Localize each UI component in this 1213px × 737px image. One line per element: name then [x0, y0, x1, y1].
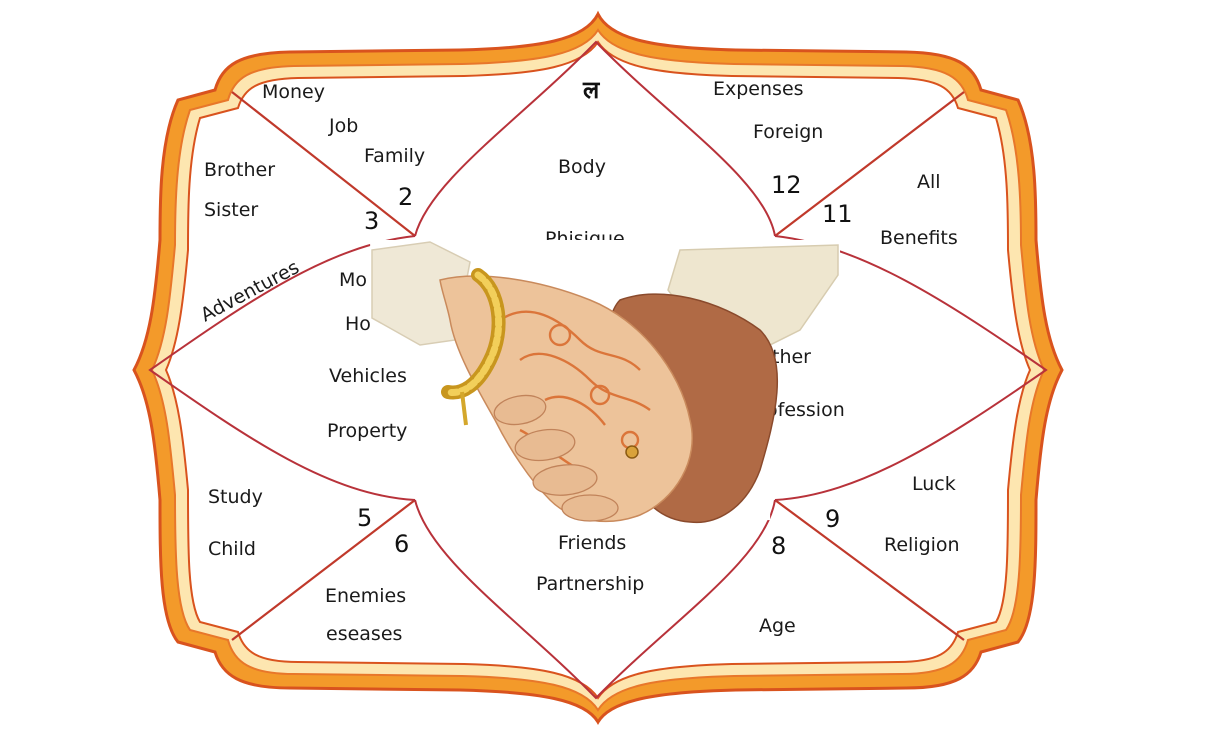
divider-bottom-left — [231, 499, 416, 641]
lotus-lines — [148, 40, 1048, 700]
fingers — [493, 394, 619, 522]
house-11-label: Benefits — [880, 227, 958, 249]
divider-top-left — [231, 91, 416, 237]
house-11-number: 11 — [822, 200, 853, 228]
house-dividers — [231, 91, 965, 641]
house-10-label: ofession — [766, 399, 845, 421]
house-5-label: Child — [208, 538, 256, 560]
house-9-label: Religion — [884, 534, 960, 556]
house-3-label: Brother — [204, 159, 275, 181]
ring — [625, 445, 639, 459]
house-12-label: Expenses — [713, 78, 804, 100]
clasped-hands-image — [370, 240, 840, 530]
house-4-label: Property — [327, 420, 407, 442]
divider-bottom-right — [774, 499, 965, 641]
house-2-label: Family — [364, 145, 425, 167]
house-2-label: Money — [262, 81, 325, 103]
house-11-label: All — [917, 171, 941, 193]
house-6-label: Enemies — [325, 585, 406, 607]
lotus-left — [148, 235, 416, 501]
house-numbers: ल 2 3 5 6 8 9 11 12 — [357, 76, 853, 560]
house-6-label: eseases — [326, 623, 402, 645]
house-12-number: 12 — [771, 171, 802, 199]
house-10-label: ther — [772, 346, 811, 368]
lotus-right — [774, 235, 1048, 501]
house-4-label: Mo — [339, 269, 367, 291]
house-9-number: 9 — [825, 505, 840, 533]
house-8-number: 8 — [771, 532, 786, 560]
house-7-label: Partnership — [536, 573, 644, 595]
house-3-label: Sister — [204, 199, 258, 221]
divider-top-right — [774, 91, 965, 237]
lotus-bottom — [414, 499, 776, 700]
house-2-number: 2 — [398, 183, 413, 211]
house-9-label: Luck — [912, 473, 956, 495]
house-7-label: Friends — [558, 532, 626, 554]
house-5-number: 5 — [357, 504, 372, 532]
house-2-label: Job — [328, 115, 358, 137]
house-6-number: 6 — [394, 530, 409, 558]
house-4-label: Vehicles — [329, 365, 407, 387]
house-8-label: Age — [759, 615, 796, 637]
house-1-label: Body — [558, 156, 606, 178]
house-4-label: Ho — [345, 313, 371, 335]
lotus-top — [414, 40, 776, 237]
house-5-label: Study — [208, 486, 263, 508]
gold-bracelet — [441, 268, 506, 426]
house-12-label: Foreign — [753, 121, 823, 143]
house-3-number: 3 — [364, 207, 379, 235]
house-1-glyph: ल — [582, 76, 601, 104]
